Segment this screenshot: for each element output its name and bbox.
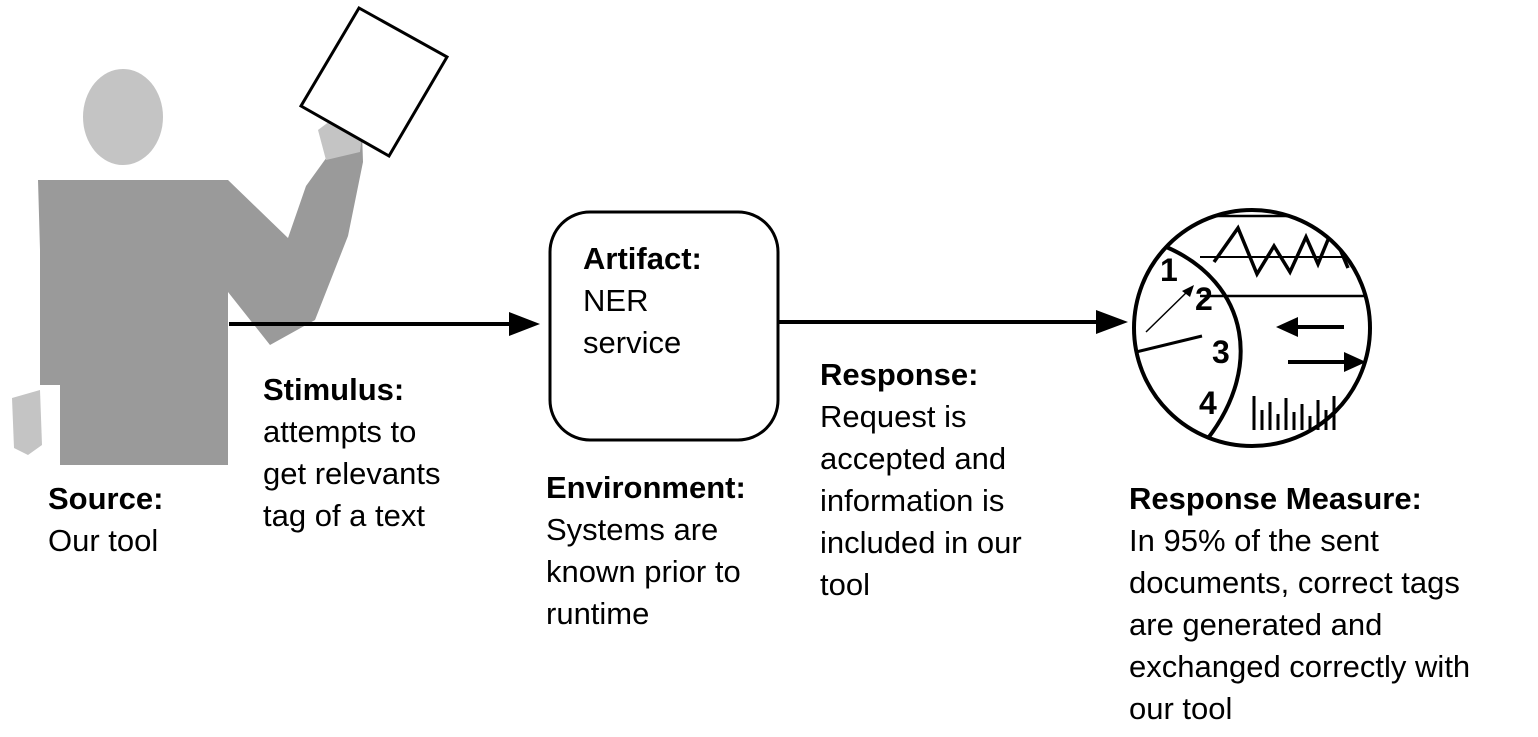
response-measure-line: documents, correct tags — [1129, 565, 1460, 600]
response-heading: Response: — [820, 357, 979, 392]
artifact-label: Artifact: NER service — [583, 238, 702, 364]
gauge-number-2: 2 — [1195, 281, 1213, 317]
environment-heading: Environment: — [546, 470, 746, 505]
person-head — [83, 69, 163, 165]
response-measure-label: Response Measure: In 95% of the sent doc… — [1129, 478, 1470, 730]
artifact-box — [548, 210, 780, 442]
response-measure-heading: Response Measure: — [1129, 481, 1422, 516]
response-line: tool — [820, 567, 870, 602]
stimulus-line: tag of a text — [263, 498, 425, 533]
artifact-line: NER — [583, 283, 649, 318]
source-heading: Source: — [48, 481, 164, 516]
response-measure-line: are generated and — [1129, 607, 1383, 642]
response-label: Response: Request is accepted and inform… — [820, 354, 1022, 606]
gauge-number-1: 1 — [1160, 252, 1178, 288]
stimulus-line: attempts to — [263, 414, 417, 449]
response-measure-line: our tool — [1129, 691, 1233, 726]
source-line: Our tool — [48, 523, 159, 558]
person-icon — [12, 5, 450, 465]
environment-line: known prior to — [546, 554, 741, 589]
artifact-line: service — [583, 325, 682, 360]
response-line: information is — [820, 483, 1005, 518]
response-line: accepted and — [820, 441, 1007, 476]
gauge-number-3: 3 — [1212, 334, 1230, 370]
response-line: Request is — [820, 399, 967, 434]
artifact-heading: Artifact: — [583, 241, 702, 276]
gauge-icon: 1 2 3 4 — [1132, 208, 1372, 448]
person-hand — [12, 390, 42, 455]
response-measure-line: In 95% of the sent — [1129, 523, 1379, 558]
response-line: included in our — [820, 525, 1022, 560]
stimulus-heading: Stimulus: — [263, 372, 405, 407]
stimulus-line: get relevants — [263, 456, 441, 491]
source-label: Source: Our tool — [48, 478, 163, 562]
person-body — [38, 122, 363, 465]
stimulus-arrow — [229, 312, 540, 336]
environment-line: Systems are — [546, 512, 719, 547]
paper-icon — [298, 5, 450, 159]
gauge-number-4: 4 — [1199, 385, 1217, 421]
environment-line: runtime — [546, 596, 650, 631]
environment-label: Environment: Systems are known prior to … — [546, 467, 746, 635]
response-measure-line: exchanged correctly with — [1129, 649, 1471, 684]
response-arrow — [778, 310, 1128, 334]
stimulus-label: Stimulus: attempts to get relevants tag … — [263, 369, 441, 537]
